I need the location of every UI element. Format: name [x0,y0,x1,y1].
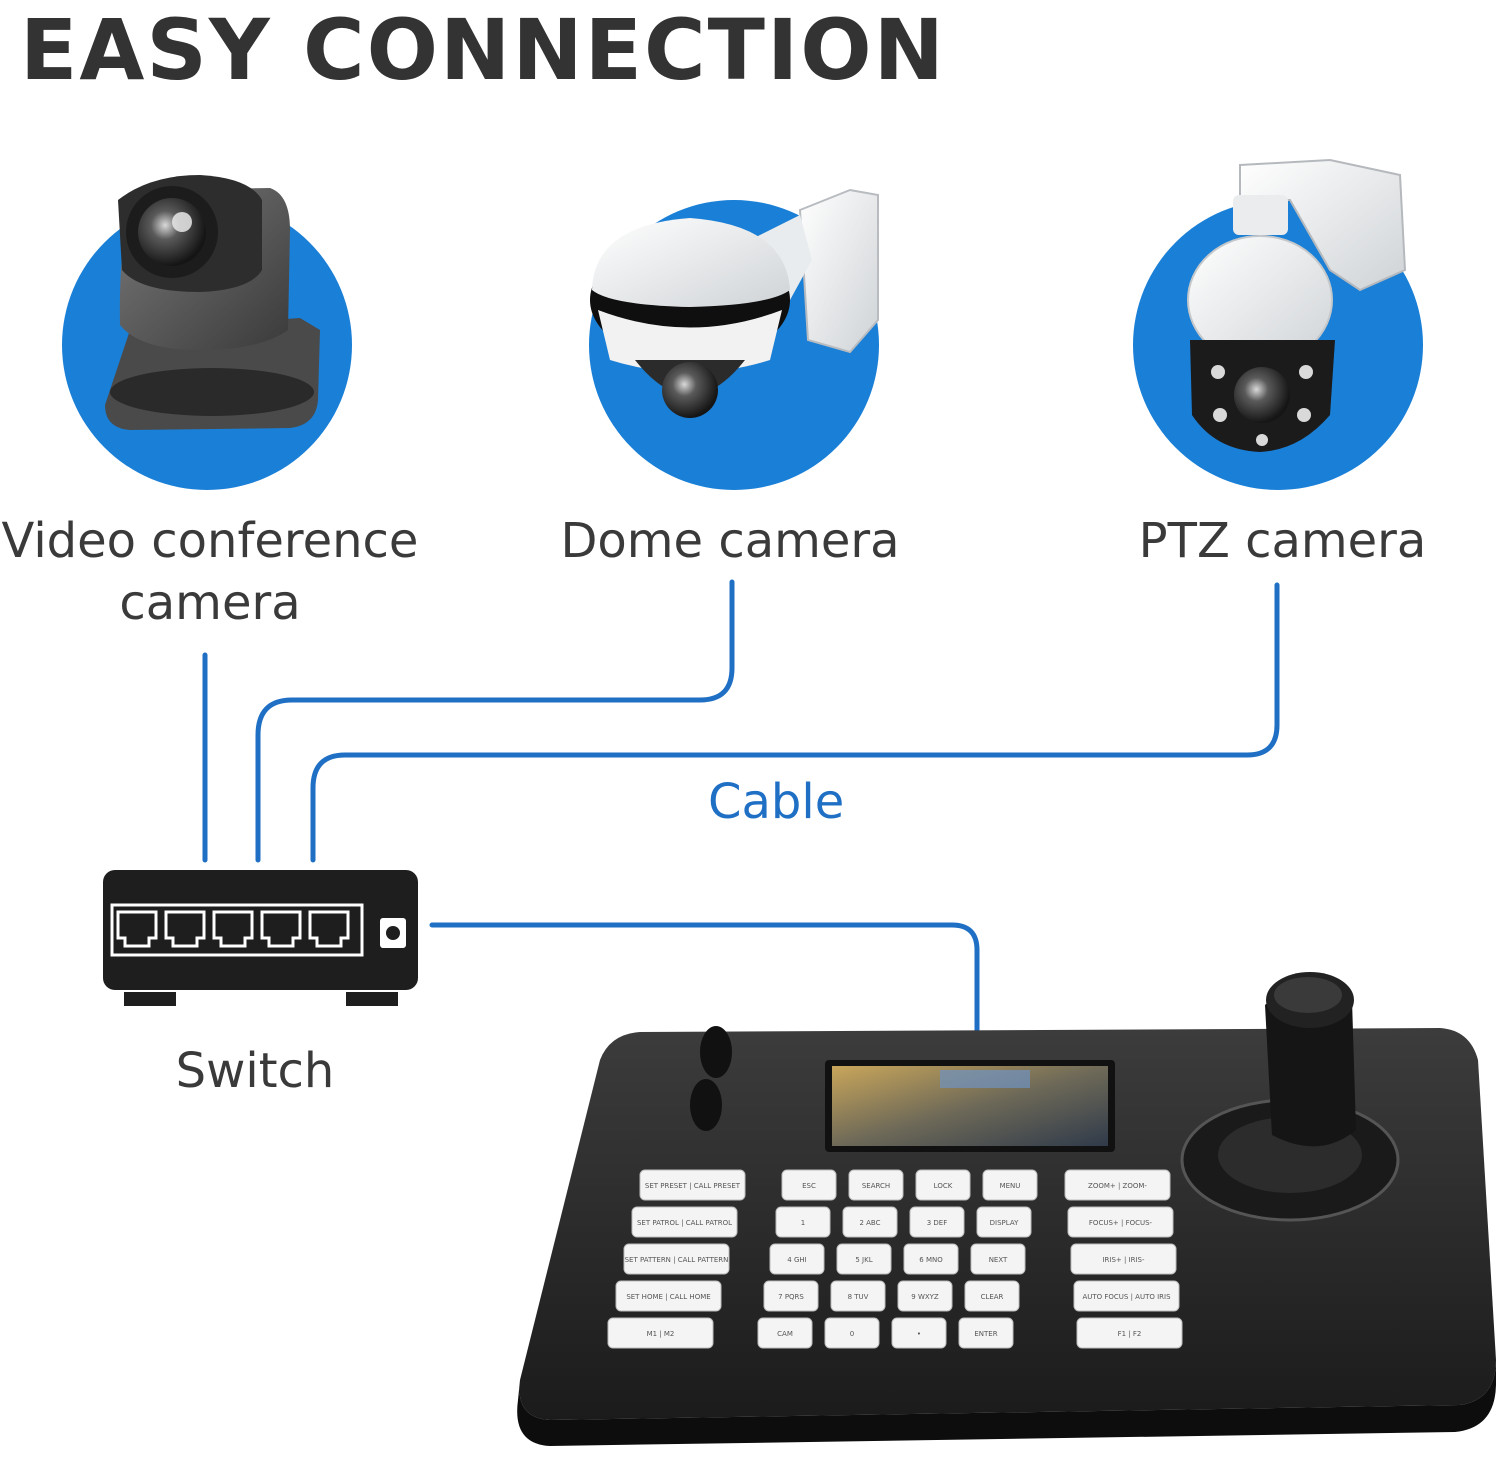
device-label-line: camera [119,575,301,631]
svg-text:ESC: ESC [802,1182,816,1190]
svg-text:SET PRESET | CALL PRESET: SET PRESET | CALL PRESET [645,1182,741,1190]
svg-text:CLEAR: CLEAR [981,1293,1004,1301]
controller-key: CAM [757,1317,813,1349]
switch-label: Switch [175,1043,335,1099]
controller-key: 0 [824,1317,880,1349]
svg-text:LOCK: LOCK [934,1182,953,1190]
controller-key: ESC [781,1169,837,1201]
svg-text:8 TUV: 8 TUV [848,1293,869,1301]
control-knob [690,1079,722,1131]
svg-text:0: 0 [850,1330,854,1338]
controller-key: NEXT [970,1243,1026,1275]
svg-text:•: • [917,1330,921,1338]
switch-port [116,910,158,948]
dome-camera-icon [589,188,879,490]
device-label-line: PTZ camera [1138,513,1427,569]
switch-port [164,910,206,948]
cable-lines [202,579,1280,1033]
controller-key: DISPLAY [976,1206,1032,1238]
svg-text:FOCUS+ | FOCUS-: FOCUS+ | FOCUS- [1089,1219,1153,1227]
ptz-camera-icon [1133,158,1423,490]
svg-text:M1 | M2: M1 | M2 [647,1330,675,1338]
switch-port [260,910,302,948]
ptz-keyboard-controller-icon: SET PRESET | CALL PRESET SET PATROL | CAL… [517,972,1496,1446]
svg-text:SET PATROL | CALL PATROL: SET PATROL | CALL PATROL [637,1219,732,1227]
controller-key: LOCK [915,1169,971,1201]
controller-key: MENU [982,1169,1038,1201]
svg-text:NEXT: NEXT [989,1256,1008,1264]
controller-key: SET HOME | CALL HOME [615,1280,722,1312]
controller-key: SET PATROL | CALL PATROL [631,1206,738,1238]
svg-text:SET PATTERN | CALL PATTERN: SET PATTERN | CALL PATTERN [625,1256,729,1264]
svg-text:ENTER: ENTER [974,1330,997,1338]
controller-key: 8 TUV [830,1280,886,1312]
cable-label: Cable [708,774,845,830]
controller-key: 5 JKL [836,1243,892,1275]
left-key-group: SET PRESET | CALL PRESET SET PATROL | CAL… [607,1169,746,1349]
svg-text:7 PQRS: 7 PQRS [778,1293,804,1301]
video-conference-camera-icon [62,175,352,490]
joystick [1265,986,1356,1147]
svg-text:2 ABC: 2 ABC [859,1219,880,1227]
switch-port [212,910,254,948]
device-label-dome: Dome camera [530,510,930,572]
switch-port [308,910,350,948]
numeric-key-group: ESC SEARCH LOCK MENU 1 2 ABC 3 DEF DISPLAY 4 GHI… [757,1169,1038,1349]
controller-key: 3 DEF [909,1206,965,1238]
svg-text:CAM: CAM [777,1330,793,1338]
controller-key: 4 GHI [769,1243,825,1275]
controller-key: SET PRESET | CALL PRESET [639,1169,746,1201]
svg-text:AUTO FOCUS | AUTO IRIS: AUTO FOCUS | AUTO IRIS [1082,1293,1171,1301]
controller-key: FOCUS+ | FOCUS- [1067,1206,1174,1238]
controller-key: ENTER [958,1317,1014,1349]
svg-text:ZOOM+ | ZOOM-: ZOOM+ | ZOOM- [1088,1182,1147,1190]
svg-text:9 WXYZ: 9 WXYZ [911,1293,939,1301]
controller-key: 7 PQRS [763,1280,819,1312]
device-label-video-conference: Video conference camera [0,510,420,634]
svg-text:SET HOME | CALL HOME: SET HOME | CALL HOME [626,1293,710,1301]
cable-ptz [310,582,1280,863]
controller-key: 1 [775,1206,831,1238]
svg-text:MENU: MENU [1000,1182,1021,1190]
svg-text:IRIS+ | IRIS-: IRIS+ | IRIS- [1102,1256,1145,1264]
controller-key: ZOOM+ | ZOOM- [1064,1169,1171,1201]
controller-key: F1 | F2 [1076,1317,1183,1349]
svg-text:DISPLAY: DISPLAY [990,1219,1019,1227]
right-key-group: ZOOM+ | ZOOM- FOCUS+ | FOCUS- IRIS+ | IRIS… [1064,1169,1183,1349]
device-label-line: Video conference [1,513,419,569]
controller-key: 9 WXYZ [897,1280,953,1312]
controller-key: 6 MNO [903,1243,959,1275]
controller-key: • [891,1317,947,1349]
device-label-ptz: PTZ camera [1110,510,1455,572]
svg-text:SEARCH: SEARCH [862,1182,890,1190]
cable-dome [255,579,735,863]
device-label-line: Dome camera [560,513,900,569]
controller-key: CLEAR [964,1280,1020,1312]
controller-key: 2 ABC [842,1206,898,1238]
svg-text:6 MNO: 6 MNO [919,1256,943,1264]
controller-key: IRIS+ | IRIS- [1070,1243,1177,1275]
svg-text:5 JKL: 5 JKL [855,1256,872,1264]
page-title: EASY CONNECTION [20,1,946,99]
switch-ports [110,903,406,957]
svg-text:3 DEF: 3 DEF [927,1219,948,1227]
network-switch-icon [103,870,418,1006]
controller-key: SEARCH [848,1169,904,1201]
control-knob [700,1026,732,1078]
controller-key: SET PATTERN | CALL PATTERN [623,1243,730,1275]
controller-key: M1 | M2 [607,1317,714,1349]
svg-text:1: 1 [801,1219,805,1227]
svg-text:4 GHI: 4 GHI [787,1256,806,1264]
svg-text:F1 | F2: F1 | F2 [1118,1330,1142,1338]
cable-controller [429,922,980,1033]
controller-key: AUTO FOCUS | AUTO IRIS [1073,1280,1180,1312]
